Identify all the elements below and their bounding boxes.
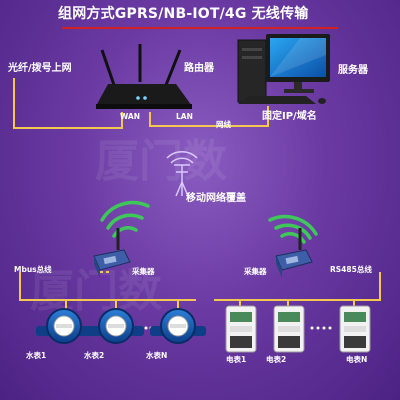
label-water-n: 水表N bbox=[146, 351, 168, 360]
label-elec-1: 电表1 bbox=[226, 355, 247, 364]
server-icon bbox=[237, 34, 330, 104]
fiber-line bbox=[13, 78, 123, 129]
lan-cable-line bbox=[149, 106, 269, 127]
electric-meter-n-icon bbox=[339, 305, 371, 353]
tower-icon bbox=[166, 151, 198, 197]
label-router: 路由器 bbox=[184, 63, 214, 74]
label-fiber: 光纤/拨号上网 bbox=[8, 63, 72, 74]
label-collector-left: 采集器 bbox=[132, 267, 155, 276]
watermark-lower: 厦门数 bbox=[30, 266, 162, 317]
diagram-title: 组网方式GPRS/NB-IOT/4G 无线传输 bbox=[58, 6, 309, 22]
label-collector-right: 采集器 bbox=[244, 267, 267, 276]
label-mbus: Mbus总线 bbox=[14, 265, 52, 274]
router-icon bbox=[96, 44, 192, 109]
bus-lines bbox=[19, 271, 381, 310]
mbus-line bbox=[19, 272, 196, 301]
wifi-left-icon bbox=[100, 200, 150, 238]
electric-meter-2-icon bbox=[273, 305, 305, 353]
label-lan: LAN bbox=[176, 112, 193, 121]
label-elec-2: 电表2 bbox=[266, 355, 287, 364]
label-water-2: 水表2 bbox=[84, 351, 105, 360]
label-mobile-network: 移动网络覆盖 bbox=[186, 193, 246, 204]
collector-right-icon bbox=[275, 228, 313, 278]
water-meter-1-icon bbox=[36, 308, 92, 344]
collector-left-icon bbox=[93, 228, 131, 278]
label-wan: WAN bbox=[120, 112, 141, 121]
label-server: 服务器 bbox=[338, 65, 368, 76]
water-meter-2-icon bbox=[88, 308, 144, 344]
ellipsis-dots-2 bbox=[310, 326, 332, 330]
rs485-line bbox=[214, 272, 381, 301]
label-fixed-ip: 固定IP/域名 bbox=[262, 111, 317, 122]
water-meter-n-icon bbox=[150, 308, 206, 344]
wifi-right-icon bbox=[268, 214, 318, 244]
watermark-upper: 厦门数 bbox=[95, 136, 227, 187]
label-rs485: RS485总线 bbox=[330, 265, 372, 274]
label-cable: 网线 bbox=[216, 120, 231, 129]
label-water-1: 水表1 bbox=[26, 351, 47, 360]
connection-lines bbox=[13, 78, 269, 129]
electric-meter-1-icon bbox=[225, 305, 257, 353]
label-elec-n: 电表N bbox=[346, 355, 368, 364]
